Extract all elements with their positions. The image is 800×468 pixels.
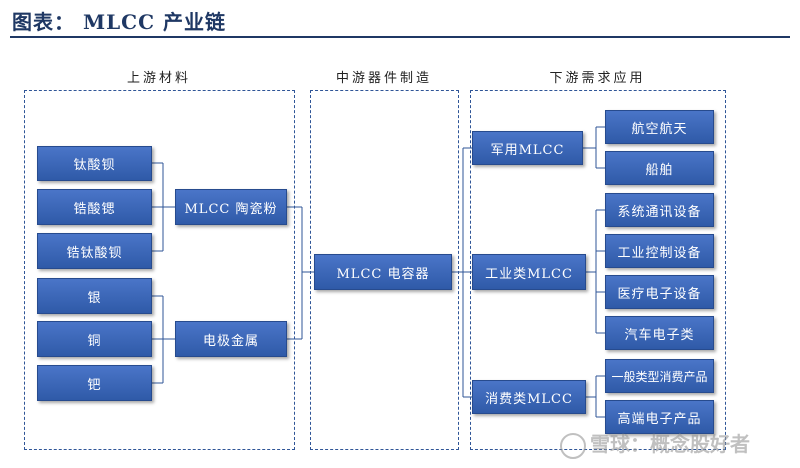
watermark-text: 雪球：概念股好者 <box>590 432 750 456</box>
app-box-general-consumer: 一般类型消费产品 <box>605 359 714 393</box>
industrial-mlcc-box: 工业类MLCC <box>472 254 586 290</box>
upstream-group <box>24 90 295 450</box>
app-box-aerospace: 航空航天 <box>605 110 714 144</box>
downstream-group <box>470 90 726 450</box>
app-box-industrial-control: 工业控制设备 <box>605 234 714 268</box>
ceramic-powder-box: MLCC 陶瓷粉 <box>175 189 287 225</box>
page-title: 图表： MLCC 产业链 <box>12 10 226 34</box>
app-box-automotive-electronics: 汽车电子类 <box>605 316 714 350</box>
material-box-strontium-zirconate: 锆酸锶 <box>37 189 152 225</box>
material-box-palladium: 钯 <box>37 365 152 401</box>
app-box-medical-electronics: 医疗电子设备 <box>605 275 714 309</box>
app-box-telecom-equipment: 系统通讯设备 <box>605 193 714 227</box>
watermark: 雪球：概念股好者 <box>560 428 750 459</box>
midstream-group <box>310 90 459 450</box>
snowball-logo-icon <box>560 432 586 459</box>
material-box-barium-titanate: 钛酸钡 <box>37 146 152 181</box>
column-label-downstream: 下游需求应用 <box>549 71 646 86</box>
app-box-ships: 船舶 <box>605 151 714 185</box>
column-label-upstream: 上游材料 <box>126 71 191 86</box>
material-box-silver: 银 <box>37 278 152 314</box>
app-box-high-end-electronics: 高端电子产品 <box>605 400 714 434</box>
consumer-mlcc-box: 消费类MLCC <box>472 380 586 414</box>
military-mlcc-box: 军用MLCC <box>472 131 583 165</box>
column-label-midstream: 中游器件制造 <box>335 71 432 86</box>
material-box-barium-zirconate-titanate: 锆钛酸钡 <box>37 233 152 269</box>
title-divider <box>10 36 790 38</box>
mlcc-capacitor-box: MLCC 电容器 <box>314 254 452 290</box>
electrode-metal-box: 电极金属 <box>175 321 287 357</box>
material-box-copper: 铜 <box>37 321 152 357</box>
